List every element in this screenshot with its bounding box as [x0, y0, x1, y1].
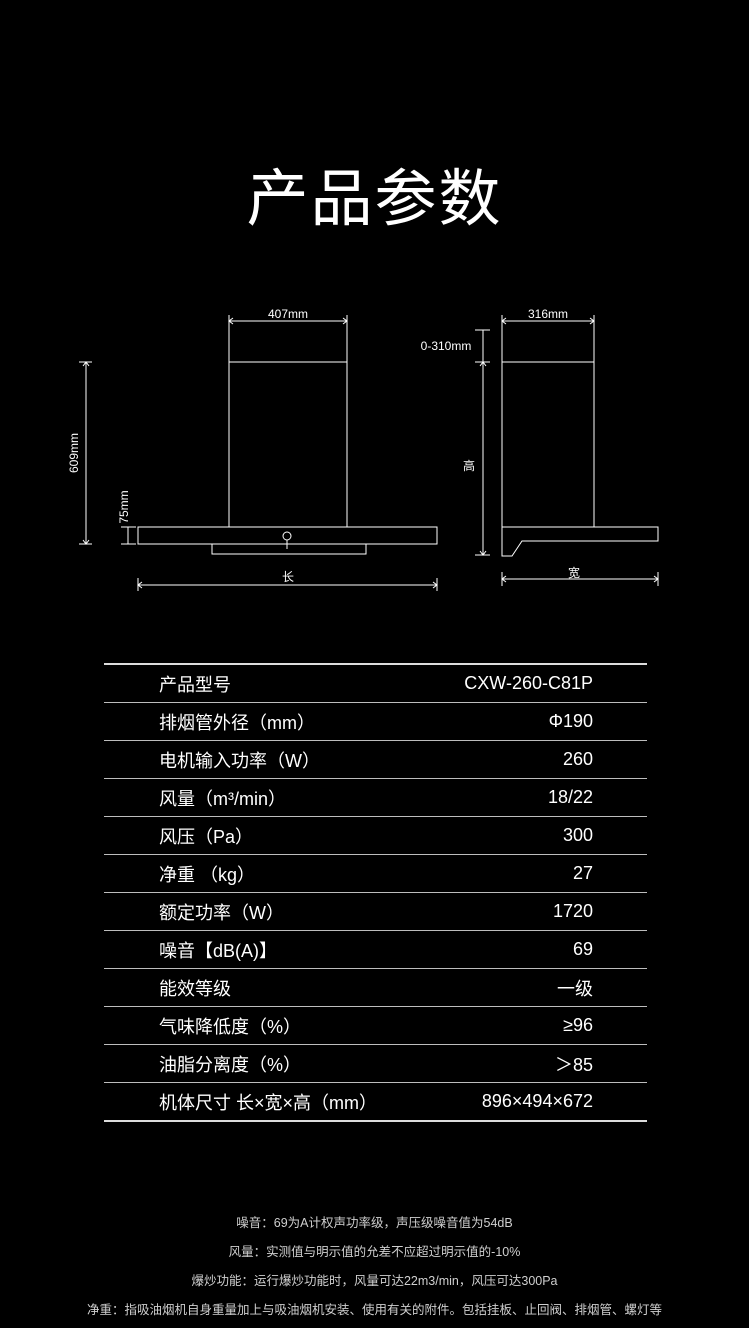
width-dimension-line [501, 572, 659, 586]
table-row: 能效等级一级 [104, 968, 647, 1007]
front-width-label: 407mm [268, 307, 308, 321]
product-dimension-diagram: 407mm 609mm 75mm 长 316mm 0-310mm 高 宽 [67, 307, 659, 591]
spec-label: 油脂分离度（%） [104, 1044, 430, 1083]
side-width-label: 316mm [528, 307, 568, 321]
panel-height-label: 75mm [117, 490, 131, 523]
spec-label: 气味降低度（%） [104, 1006, 430, 1045]
spec-label: 净重 （kg） [104, 854, 430, 893]
spec-label: 风压（Pa） [104, 816, 430, 855]
footnotes: 噪音：69为A计权声功率级，声压级噪音值为54dB 风量：实测值与明示值的允差不… [0, 1212, 749, 1328]
spec-value: 1720 [429, 892, 647, 931]
spec-value: 18/22 [429, 778, 647, 817]
spec-value: 27 [429, 854, 647, 893]
height-label: 高 [463, 458, 475, 473]
table-row: 排烟管外径（mm）Φ190 [104, 702, 647, 741]
width-label: 宽 [568, 565, 580, 580]
front-width-dimension-line [228, 315, 348, 362]
total-height-label: 609mm [67, 433, 81, 473]
length-dimension-line [137, 578, 438, 591]
length-label: 长 [282, 570, 294, 584]
spec-label: 噪音【dB(A)】 [104, 930, 430, 969]
total-height-dimension-line [79, 361, 92, 545]
spec-value: 260 [429, 740, 647, 779]
table-row: 净重 （kg）27 [104, 854, 647, 893]
table-row: 电机输入功率（W）260 [104, 740, 647, 779]
spec-value: ≥96 [429, 1006, 647, 1045]
table-row: 风量（m³/min）18/22 [104, 778, 647, 817]
side-view-hood [501, 361, 659, 557]
page-title: 产品参数 [246, 165, 503, 234]
spec-label: 风量（m³/min） [104, 778, 430, 817]
extension-dimension-line [475, 329, 490, 363]
front-view-hood [137, 361, 438, 555]
height-dimension-line [475, 361, 490, 556]
spec-label: 电机输入功率（W） [104, 740, 430, 779]
spec-value: 69 [429, 930, 647, 969]
spec-label: 产品型号 [104, 663, 430, 703]
spec-label: 额定功率（W） [104, 892, 430, 931]
spec-value: Φ190 [429, 702, 647, 741]
spec-value: CXW-260-C81P [429, 663, 647, 703]
table-row: 噪音【dB(A)】69 [104, 930, 647, 969]
footnote-airflow: 风量：实测值与明示值的允差不应超过明示值的-10% [228, 1245, 521, 1259]
footnote-noise: 噪音：69为A计权声功率级，声压级噪音值为54dB [236, 1216, 513, 1230]
table-row: 油脂分离度（%）＞85 [104, 1044, 647, 1083]
spec-label: 能效等级 [104, 968, 430, 1007]
table-row: 额定功率（W）1720 [104, 892, 647, 931]
spec-label: 机体尺寸 长×宽×高（mm） [104, 1082, 430, 1122]
footnote-boost-mode: 爆炒功能：运行爆炒功能时，风量可达22m3/min，风压可达300Pa [191, 1274, 558, 1288]
spec-value: 300 [429, 816, 647, 855]
spec-value: 一级 [429, 968, 647, 1007]
table-row: 气味降低度（%）≥96 [104, 1006, 647, 1045]
spec-label: 排烟管外径（mm） [104, 702, 430, 741]
side-width-dimension-line [501, 315, 595, 362]
extension-label: 0-310mm [421, 339, 472, 353]
table-row: 风压（Pa）300 [104, 816, 647, 855]
panel-height-dimension-line [121, 526, 136, 545]
spec-value: ＞85 [429, 1044, 647, 1083]
table-row: 机体尺寸 长×宽×高（mm）896×494×672 [104, 1082, 647, 1122]
footnote-net-weight: 净重：指吸油烟机自身重量加上与吸油烟机安装、使用有关的附件。包括挂板、止回阀、排… [86, 1303, 662, 1317]
spec-value: 896×494×672 [429, 1082, 647, 1122]
